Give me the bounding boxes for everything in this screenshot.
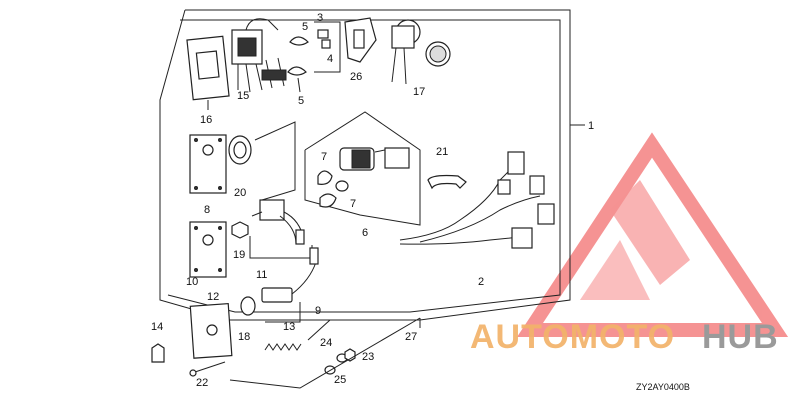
switch-plate-part [186,35,230,110]
trim-switch-part [261,247,319,323]
callout-6: 6 [362,227,368,239]
callout-15: 15 [237,90,249,102]
callout-1: 1 [588,120,594,132]
callout-3: 3 [317,12,323,24]
nut-part [344,348,356,362]
assembly-frame [159,9,571,321]
screw-part [194,361,226,373]
callout-8: 8 [204,204,210,216]
callout-22: 22 [196,377,208,389]
callout-2: 2 [478,276,484,288]
clip-part [289,36,309,46]
wire-harness-part [399,151,555,249]
callout-27: 27 [405,331,417,343]
callout-7a: 7 [321,151,327,163]
ignition-switch-part [304,111,421,226]
callout-10: 10 [186,276,198,288]
drawing-code: ZY2AY0400B [636,382,690,392]
callout-13: 13 [283,321,295,333]
callout-18: 18 [238,331,250,343]
buzzer-part [391,19,451,85]
switch-part [231,18,287,93]
neutral-switch-part [249,199,313,259]
callout-17: 17 [413,86,425,98]
holder-part [344,17,377,63]
callout-5b: 5 [298,95,304,107]
callout-4: 4 [327,53,333,65]
callout-11: 11 [256,269,267,281]
callout-26: 26 [350,71,362,83]
callout-5a: 5 [302,21,308,33]
key-plate-part [189,134,227,194]
spring-part [264,343,302,351]
cable-clip-part [151,343,165,363]
callout-16: 16 [200,114,212,126]
clip-part [287,66,307,76]
watermark-brand-main: AUTOMOTO [470,318,675,356]
callout-7b: 7 [350,198,356,210]
callout-25: 25 [334,374,346,386]
callout-24: 24 [320,337,332,349]
callout-21: 21 [436,146,448,158]
pin-part [321,39,331,49]
callout-9: 9 [315,305,321,317]
neutral-plate-part [189,221,227,278]
nut-part [231,221,249,239]
clamp-part [427,174,467,190]
trim-plate-part [189,303,233,359]
callout-14: 14 [151,321,163,333]
callout-23: 23 [362,351,374,363]
grommet-part [240,296,256,316]
callout-19: 19 [233,249,245,261]
callout-20: 20 [234,187,246,199]
callout-12: 12 [207,291,219,303]
watermark-logo-icon [516,132,789,337]
watermark-brand-hub: HUB [702,318,779,356]
pin-part [317,29,329,39]
